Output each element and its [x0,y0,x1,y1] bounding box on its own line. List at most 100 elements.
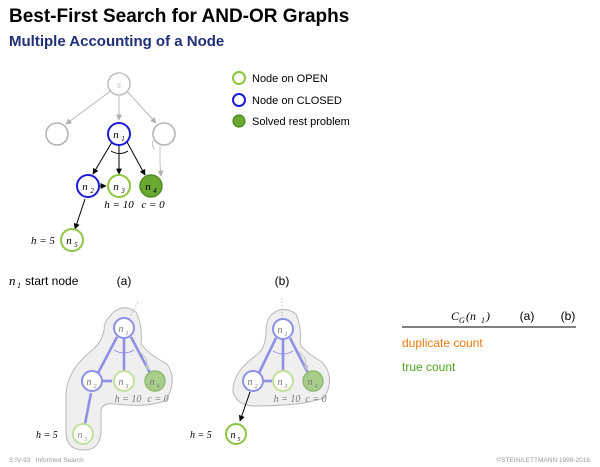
svg-text:): ) [485,309,490,323]
label-c0-top: c = 0 [141,199,165,211]
edge-right-n4 [157,146,164,177]
svg-text:n: n [150,377,155,388]
and-arc-right [151,139,157,151]
gray-incoming-n4-b [298,351,309,371]
node-a-n1: n 1 [113,317,135,339]
svg-text:3: 3 [284,384,288,390]
svg-text:n: n [87,377,92,388]
svg-text:5: 5 [238,437,241,443]
legend-item-closed: Node on CLOSED [232,93,342,107]
svg-text:Node on OPEN: Node on OPEN [252,73,328,85]
footer-left: S:IV-93 Informed Search [9,457,84,464]
node-a-n5: n 5 [72,423,94,445]
legend: Node on OPEN Node on CLOSED Solved rest … [232,71,350,128]
svg-text:n: n [278,377,283,388]
edge-b-n1-n2 [256,337,278,376]
panel-label-a: (a) [117,274,132,288]
node-b-n5: n 5 [225,423,247,445]
table-header-b: (b) [561,309,576,323]
svg-text:2: 2 [94,384,97,390]
svg-text:1: 1 [481,316,485,325]
svg-text:3: 3 [120,187,125,195]
svg-text:Solved rest problem: Solved rest problem [252,116,350,128]
footer-right: ©STEIN/LETTMANN 1998-2016 [496,456,590,464]
svg-text:2: 2 [255,384,258,390]
panel-label-b: (b) [275,274,290,288]
edge-n1-n4 [126,141,146,176]
svg-text:n: n [113,129,119,141]
slide-title: Best-First Search for AND-OR Graphs [9,6,350,27]
svg-text:n: n [82,181,88,193]
label-h5-a: h = 5 [36,430,58,441]
node-n2: n 2 [76,174,100,198]
svg-text:3: 3 [125,384,129,390]
node-a-n2: n 2 [81,370,103,392]
node-a-n3: n 3 [113,370,135,392]
node-right-gray [152,122,176,146]
svg-text:n: n [145,181,151,193]
svg-text:n: n [119,324,124,335]
svg-text:2: 2 [90,187,94,195]
svg-text:5: 5 [74,241,78,249]
svg-text:4: 4 [315,383,318,390]
node-a-n4: n 4 [144,370,166,392]
legend-item-open: Node on OPEN [232,71,328,85]
node-b-n3: n 3 [272,370,294,392]
svg-text:(n: (n [466,309,476,323]
node-n3: n 3 [107,174,131,198]
and-arc-a [113,349,135,354]
svg-text:n: n [9,273,16,288]
svg-text:n: n [119,377,124,388]
panel-a: n 1 n 2 n 3 n 4 n 5 h = 10 c = 0 h = 5 [36,301,173,451]
svg-text:n: n [231,430,236,441]
svg-text:1: 1 [121,135,125,143]
and-arc-b [272,350,294,355]
svg-text:1: 1 [285,332,288,338]
top-graph: s n 1 n 2 n 3 n 4 n 5 h = 10 [31,72,176,252]
edge-s-left [65,89,113,125]
label-h10-top: h = 10 [104,199,134,211]
label-h5-b: h = 5 [190,430,212,441]
svg-text:Node on CLOSED: Node on CLOSED [252,95,342,107]
count-table: C G (n 1 ) (a) (b) duplicate count true … [402,309,576,374]
svg-text:1: 1 [126,331,129,337]
panel-b: n 1 n 2 n 3 n 4 n 5 h = 10 c = 0 h = 5 [190,298,330,445]
slide-subtitle: Multiple Accounting of a Node [9,33,225,50]
svg-text:n: n [78,430,83,441]
label-c0-b: c = 0 [305,394,326,405]
svg-text:1: 1 [17,281,21,290]
table-header-a: (a) [520,309,535,323]
gray-incoming-n4-a [139,351,150,371]
node-s: s [107,72,131,96]
edge-n1-n2 [92,141,113,175]
svg-text:s: s [117,79,121,91]
node-n1: n 1 [107,122,131,146]
node-b-n4: n 4 [302,370,324,392]
node-n4: n 4 [139,174,163,198]
edge-n2-n5 [73,198,86,230]
edge-a-n2-n5 [83,392,93,425]
svg-text:5: 5 [85,437,88,443]
svg-text:n: n [308,377,313,388]
svg-text:n: n [113,181,119,193]
and-arc-n1 [110,150,129,154]
svg-text:start node: start node [25,274,79,288]
svg-text:C: C [451,309,460,323]
svg-text:n: n [66,235,72,247]
edge-s-right [125,89,157,124]
edge-b-n2-n5 [238,391,251,422]
dotted-into-n1-a [129,301,139,318]
legend-item-solved: Solved rest problem [232,114,350,128]
label-h10-b: h = 10 [274,394,301,405]
node-n5: n 5 [60,228,84,252]
row-true-count: true count [402,360,456,374]
label-c0-a: c = 0 [147,394,168,405]
node-left-gray [45,122,69,146]
node-b-n2: n 2 [242,370,264,392]
svg-text:G: G [459,316,465,325]
label-h10-a: h = 10 [115,394,142,405]
svg-text:4: 4 [157,383,160,390]
svg-text:n: n [278,325,283,336]
svg-text:n: n [248,377,253,388]
